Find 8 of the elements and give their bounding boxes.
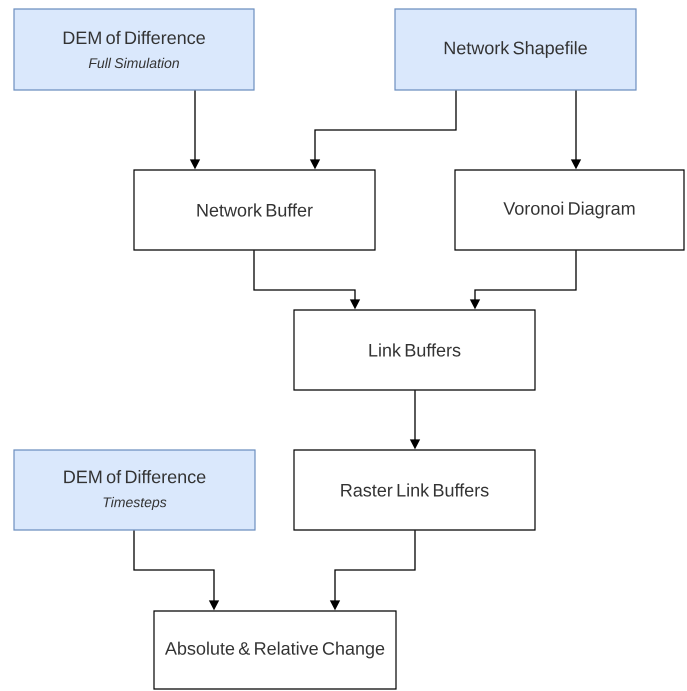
process-box: Raster Link Buffers <box>293 449 536 531</box>
input-box: DEM of Difference Timesteps <box>13 449 256 531</box>
input-box: DEM of Difference Full Simulation <box>13 8 255 91</box>
process-box: Network Buffer <box>133 169 376 251</box>
process-box: Link Buffers <box>293 309 536 391</box>
process-box: Absolute & Relative Change <box>153 610 397 690</box>
process-box: Voronoi Diagram <box>454 169 685 251</box>
input-box: Network Shapefile <box>394 8 637 91</box>
